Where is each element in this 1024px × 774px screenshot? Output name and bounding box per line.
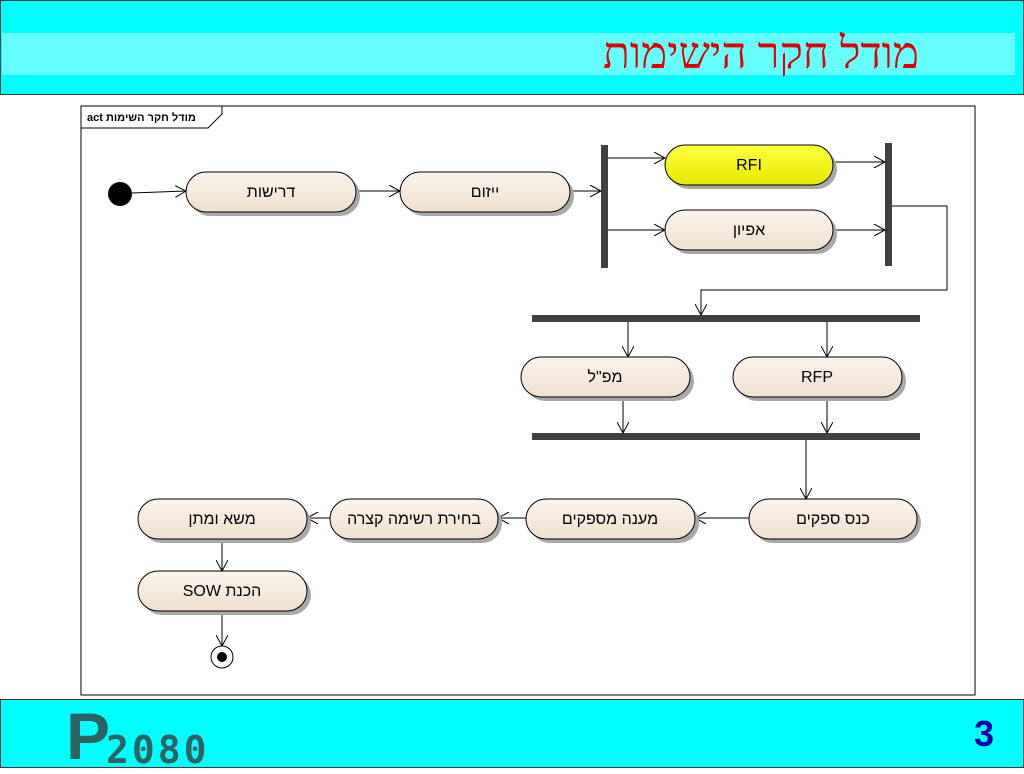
node-requirements: דרישות	[185, 171, 360, 216]
logo-number: 2080	[106, 728, 210, 772]
p2080-logo: P 2080	[66, 699, 226, 773]
fork-bar-1	[601, 145, 608, 268]
node-bidders-conference-label: כנס ספקים	[796, 511, 870, 528]
join-bar-2	[532, 433, 920, 440]
node-vendor-response-label: מענה מספקים	[562, 511, 658, 528]
node-negotiation-label: משא ומתן	[188, 511, 255, 528]
node-sow-label: הכנת SOW	[183, 583, 261, 600]
node-requirements-label: דרישות	[247, 184, 296, 201]
title-strip	[2, 33, 1015, 75]
node-initiation-label: ייזום	[471, 184, 500, 201]
edge-start-requirements	[131, 191, 186, 193]
node-characterization-label: אפיון	[733, 222, 765, 239]
node-bidders-conference: כנס ספקים	[748, 498, 921, 543]
node-vendor-response: מענה מספקים	[525, 498, 699, 543]
frame-tab	[81, 106, 223, 129]
node-characterization: אפיון	[664, 209, 837, 254]
node-specification: מפ"ל	[520, 356, 694, 401]
slide-title: מודל חקר הישימות	[603, 29, 919, 78]
node-rfi: RFI	[664, 144, 837, 189]
node-shortlist-label: בחירת רשימה קצרה	[347, 511, 481, 528]
node-specification-label: מפ"ל	[588, 368, 623, 386]
node-negotiation: משא ומתן	[137, 498, 311, 543]
frame-label: act מודל חקר השימות	[87, 111, 196, 124]
initial-node	[108, 182, 132, 206]
fork-bar-2	[532, 315, 920, 322]
join-bar-1	[885, 143, 892, 266]
node-rfi-label: RFI	[736, 157, 762, 174]
node-rfp: RFP	[732, 356, 906, 401]
final-node-core	[217, 652, 227, 662]
node-rfp-label: RFP	[801, 369, 833, 386]
node-shortlist: בחירת רשימה קצרה	[329, 498, 502, 543]
node-sow: הכנת SOW	[137, 570, 311, 615]
node-initiation: ייזום	[399, 171, 574, 216]
logo-letter: P	[66, 699, 111, 773]
page-number: 3	[973, 713, 994, 754]
edge-join-fork2	[701, 205, 948, 315]
